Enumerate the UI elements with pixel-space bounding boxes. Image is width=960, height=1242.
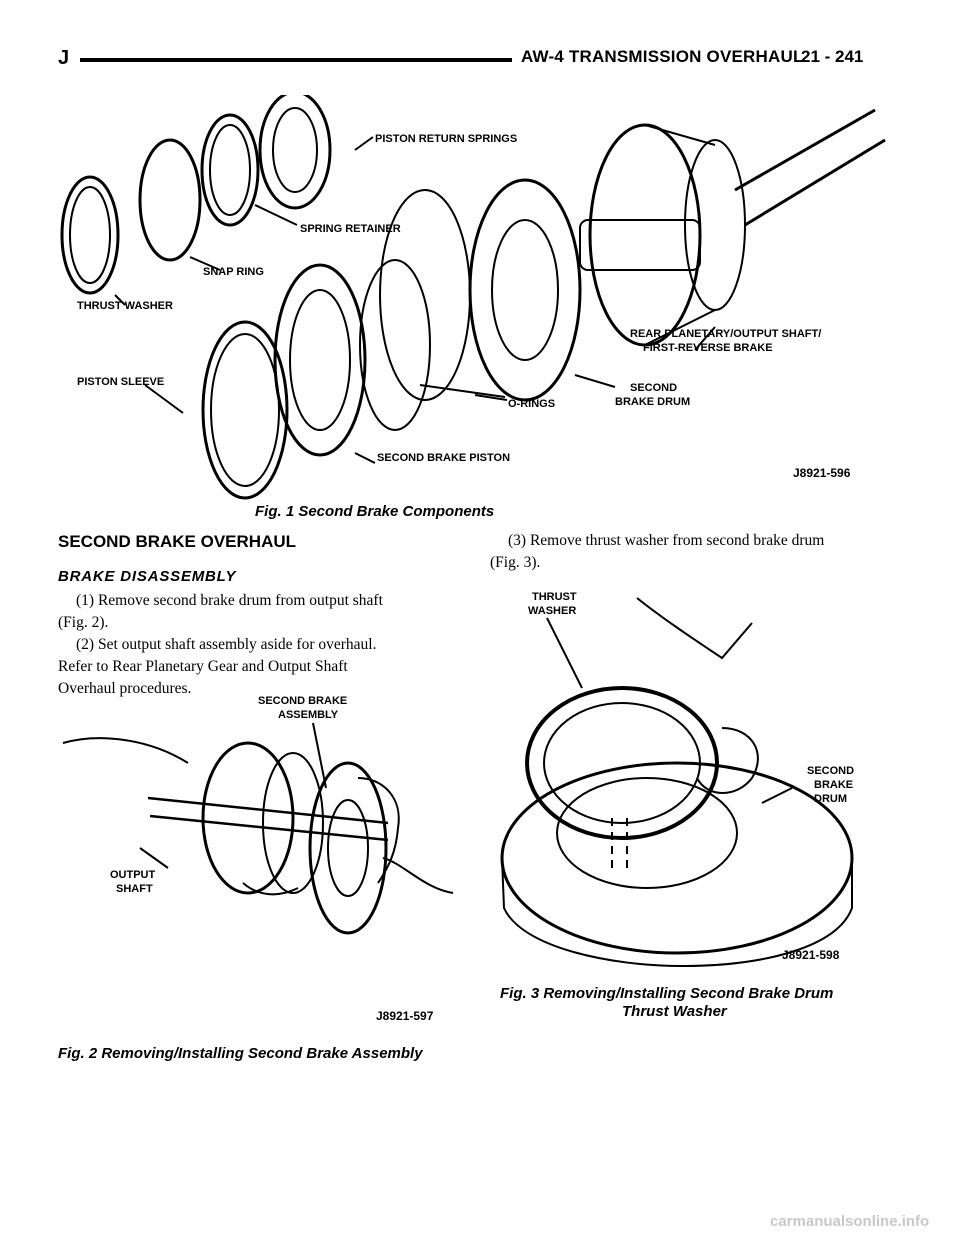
label-second-brake-assembly-2: ASSEMBLY — [278, 709, 339, 721]
figure-3-caption-line-1: Fig. 3 Removing/Installing Second Brake … — [500, 985, 834, 1002]
figure-1-code: J8921-596 — [793, 466, 851, 480]
figure-3-code: J8921-598 — [782, 948, 840, 962]
label-spring-retainer: SPRING RETAINER — [300, 223, 401, 235]
section-heading: SECOND BRAKE OVERHAUL — [58, 532, 297, 551]
steps-left-column: (1) Remove second brake drum from output… — [58, 590, 458, 700]
page-number: 21 - 241 — [801, 47, 864, 66]
step-2-line-1: (2) Set output shaft assembly aside for … — [76, 636, 377, 653]
header-title: AW-4 TRANSMISSION OVERHAUL — [521, 47, 804, 66]
label-o-rings: O-RINGS — [508, 398, 555, 410]
header-letter: J — [58, 47, 70, 69]
figure-3-illustration: THRUST WASHER SECOND BRAKE DRUM J8921-59… — [500, 591, 854, 968]
label-second-brake-drum-a: SECOND — [807, 765, 854, 777]
label-snap-ring: SNAP RING — [203, 266, 264, 278]
label-output-shaft-1: OUTPUT — [110, 869, 156, 881]
figure-3-caption-line-2: Thrust Washer — [622, 1003, 727, 1020]
label-rear-planetary-1: REAR PLANETARY/OUTPUT SHAFT/ — [630, 328, 821, 340]
figure-2-illustration: SECOND BRAKE ASSEMBLY OUTPUT SHAFT J8921… — [62, 695, 454, 1023]
figure-2-caption: Fig. 2 Removing/Installing Second Brake … — [58, 1045, 423, 1062]
step-3-line-1: (3) Remove thrust washer from second bra… — [508, 532, 825, 549]
label-output-shaft-2: SHAFT — [116, 883, 153, 895]
label-second-brake-drum-b: BRAKE — [814, 779, 853, 791]
label-second-brake-drum-1: SECOND — [630, 382, 677, 394]
watermark: carmanualsonline.info — [770, 1213, 930, 1230]
label-thrust-washer-2: WASHER — [528, 605, 576, 617]
figure-1-illustration: PISTON RETURN SPRINGS SPRING RETAINER SN… — [60, 95, 886, 500]
step-2-line-3: Overhaul procedures. — [58, 680, 192, 697]
figure-2-code: J8921-597 — [376, 1009, 434, 1023]
label-thrust-washer: THRUST WASHER — [77, 300, 173, 312]
steps-right-column: (3) Remove thrust washer from second bra… — [490, 530, 890, 574]
label-second-brake-piston: SECOND BRAKE PISTON — [377, 452, 510, 464]
subsection-heading: BRAKE DISASSEMBLY — [58, 568, 237, 585]
header-rule — [80, 58, 512, 62]
figure-1-caption: Fig. 1 Second Brake Components — [255, 503, 495, 520]
label-second-brake-assembly-1: SECOND BRAKE — [258, 695, 347, 707]
label-rear-planetary-2: FIRST-REVERSE BRAKE — [643, 342, 773, 354]
step-3-line-2: (Fig. 3). — [490, 554, 541, 571]
label-piston-return-springs: PISTON RETURN SPRINGS — [375, 133, 517, 145]
step-1-line-2: (Fig. 2). — [58, 614, 109, 631]
step-2-line-2: Refer to Rear Planetary Gear and Output … — [58, 658, 348, 675]
step-1-line-1: (1) Remove second brake drum from output… — [76, 592, 383, 609]
label-piston-sleeve: PISTON SLEEVE — [77, 376, 164, 388]
label-thrust-washer-1: THRUST — [532, 591, 577, 603]
label-second-brake-drum-c: DRUM — [814, 793, 847, 805]
label-second-brake-drum-2: BRAKE DRUM — [615, 396, 690, 408]
